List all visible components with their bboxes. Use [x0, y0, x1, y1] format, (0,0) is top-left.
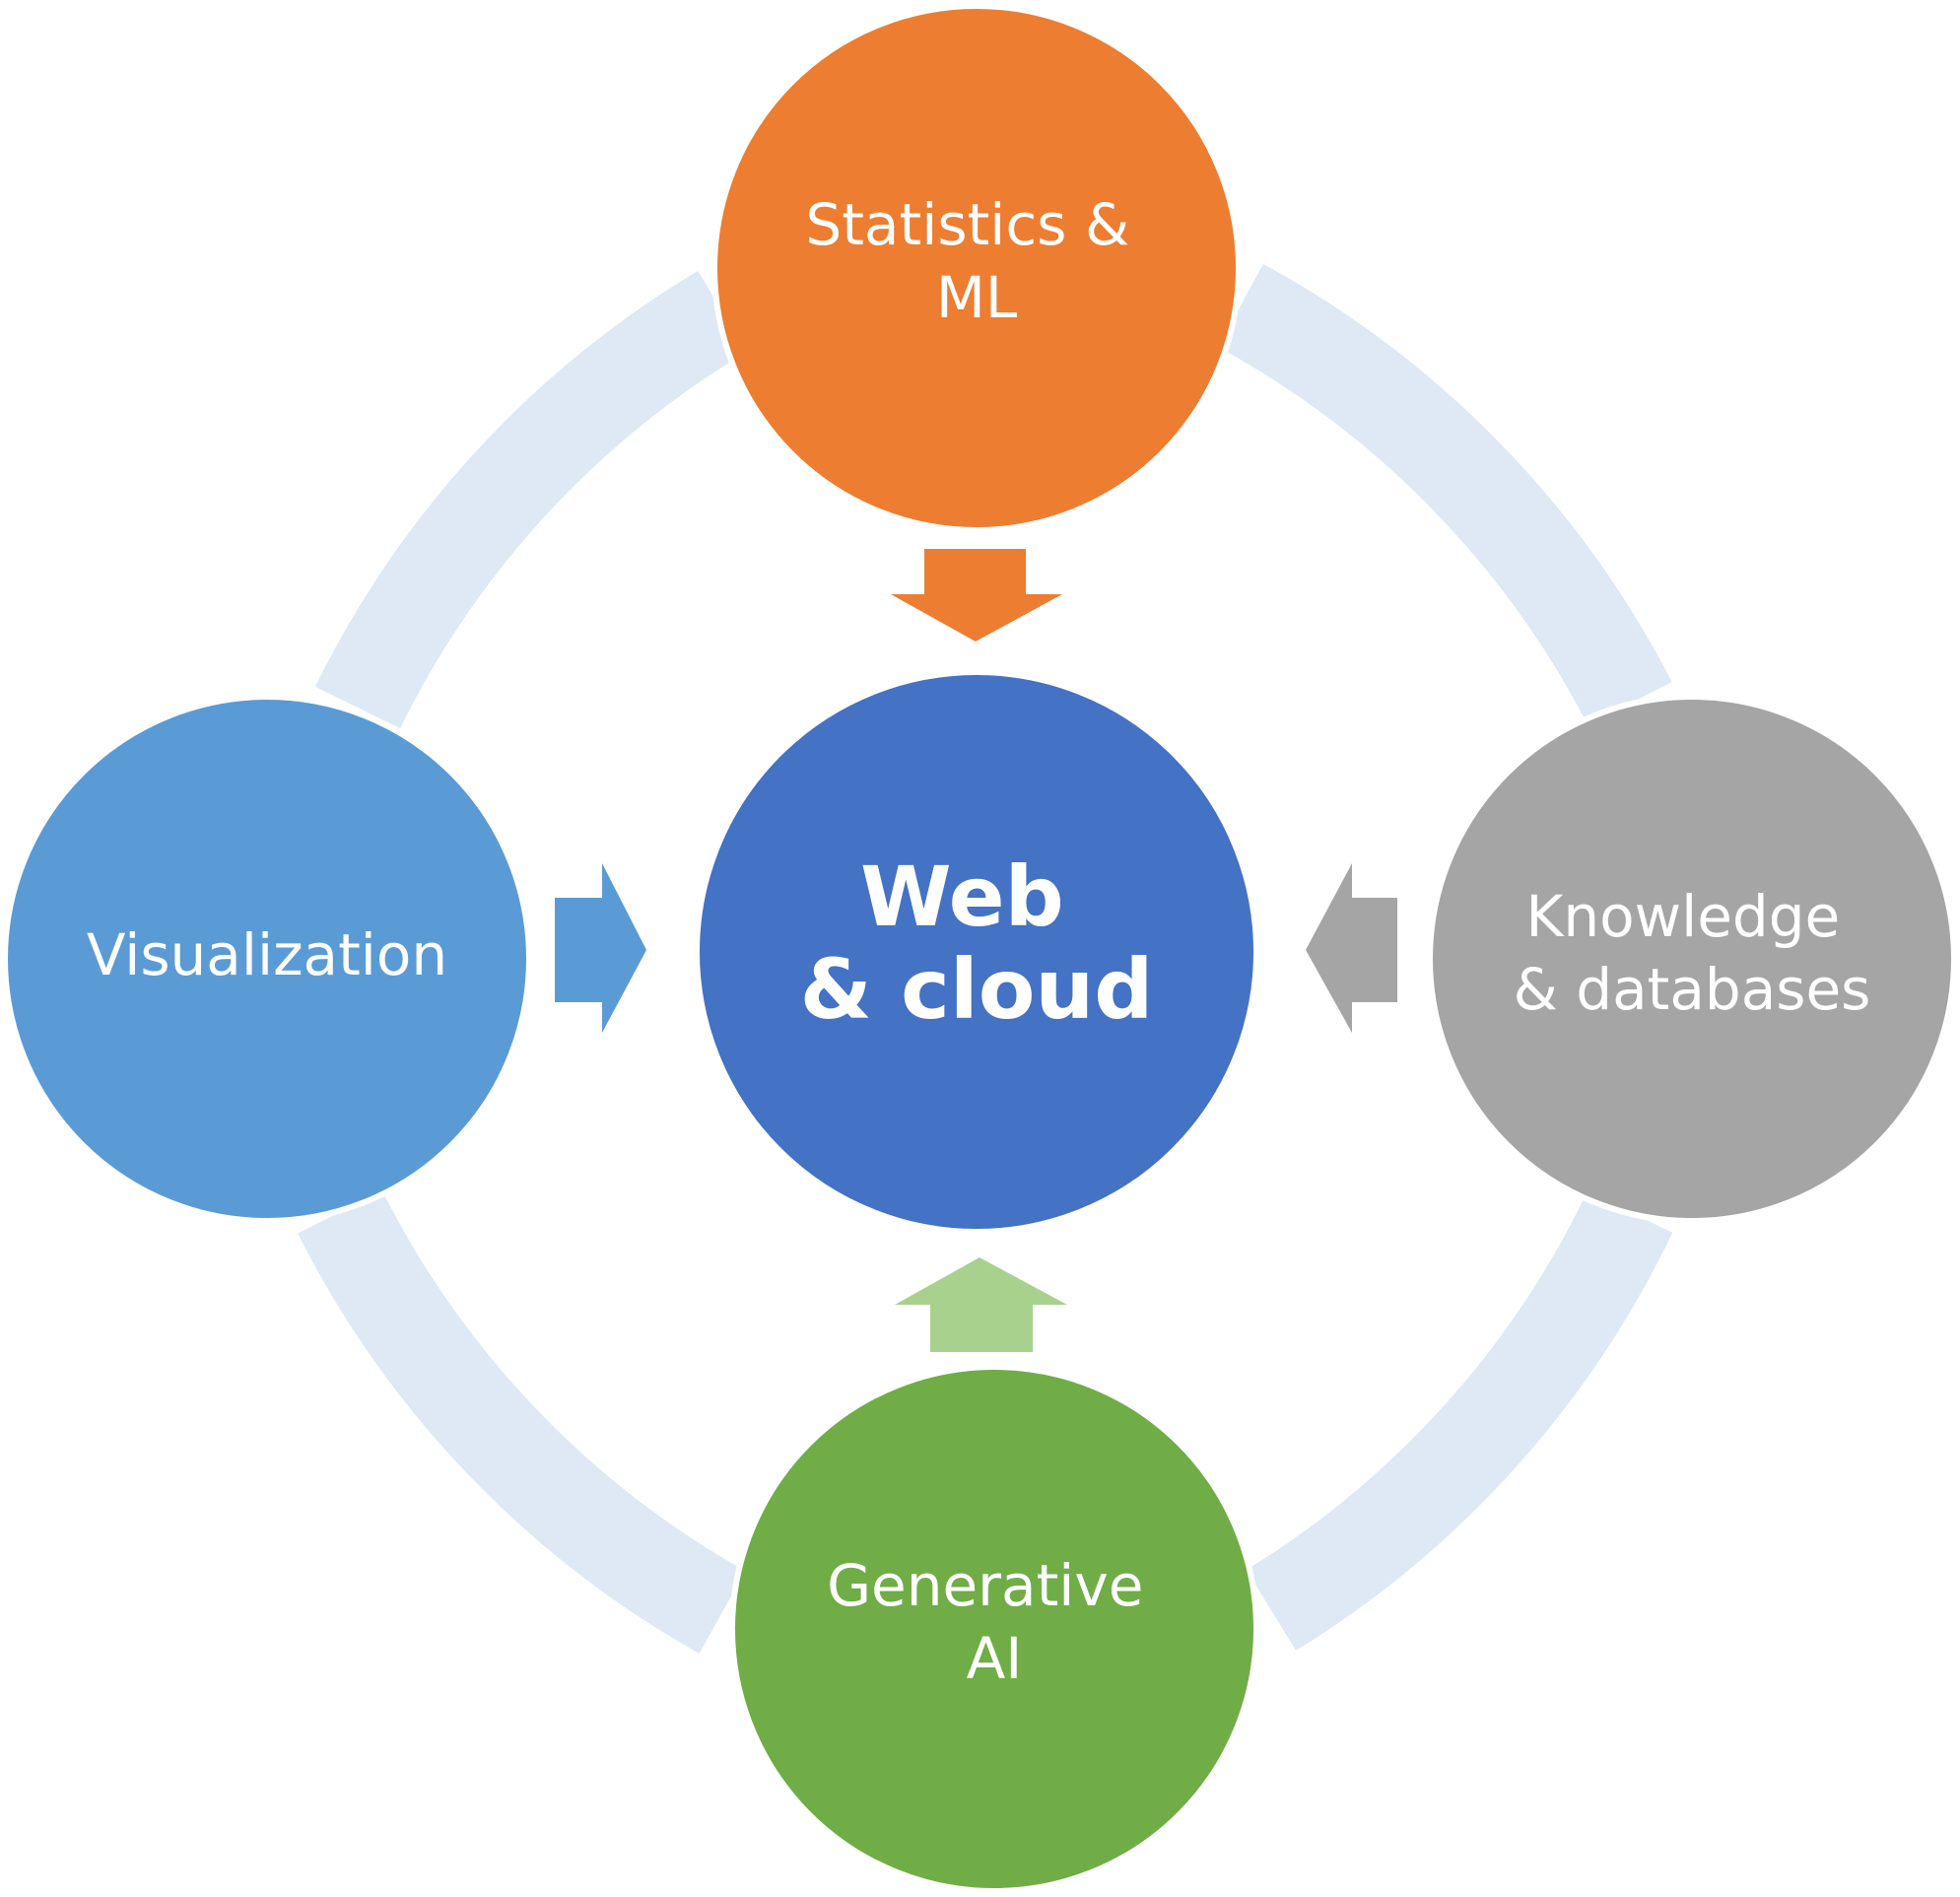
- center-hub-label-line-1: Web: [860, 848, 1064, 945]
- node-top-label-line-1: Statistics &: [805, 191, 1129, 258]
- node-left-label: Visualization: [87, 921, 447, 988]
- node-bottom-label: Generative AI: [827, 1552, 1162, 1692]
- node-bottom-label-line-1: Generative: [827, 1552, 1143, 1619]
- node-top-label-line-2: ML: [936, 264, 1017, 331]
- node-right-label-line-2: & databases: [1514, 956, 1871, 1023]
- center-hub-label: Web & cloud: [800, 848, 1154, 1038]
- node-right-circle: [1427, 694, 1957, 1224]
- node-right-label: Knowledge & databases: [1514, 883, 1871, 1023]
- node-bottom-circle: [729, 1364, 1259, 1894]
- center-hub: Web & cloud: [694, 669, 1259, 1235]
- arrow-top-down: [891, 549, 1062, 642]
- node-left-label-line-1: Visualization: [87, 921, 447, 988]
- node-top-label: Statistics & ML: [805, 191, 1147, 331]
- center-hub-label-line-2: & cloud: [800, 941, 1154, 1038]
- node-left: Visualization: [2, 694, 532, 1224]
- arrow-left-right: [555, 863, 646, 1033]
- arrow-bottom-up: [895, 1257, 1067, 1352]
- arrow-right-left: [1306, 863, 1397, 1033]
- center-hub-circle: [694, 669, 1259, 1235]
- node-bottom-label-line-2: AI: [967, 1625, 1023, 1692]
- node-bottom: Generative AI: [729, 1364, 1259, 1894]
- cycle-ring: [298, 263, 1673, 1654]
- node-top: Statistics & ML: [711, 3, 1242, 533]
- node-right: Knowledge & databases: [1427, 694, 1957, 1224]
- node-left-circle: [2, 694, 532, 1224]
- node-top-circle: [711, 3, 1242, 533]
- ring-arc-top-left: [314, 270, 747, 729]
- ring-arc-bottom-left: [298, 1190, 746, 1654]
- node-right-label-line-1: Knowledge: [1525, 883, 1840, 950]
- ring-arc-top-right: [1218, 263, 1672, 726]
- ring-arc-bottom-right: [1246, 1191, 1673, 1651]
